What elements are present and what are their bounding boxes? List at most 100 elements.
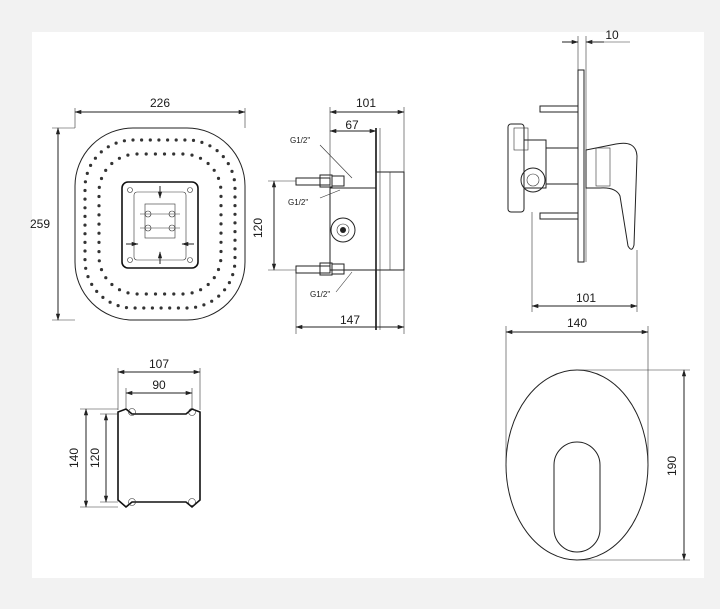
plate-mounting-hole [126, 291, 130, 295]
plate-mounting-hole [174, 138, 178, 142]
plate-mounting-hole [166, 138, 170, 142]
plate-mounting-hole [90, 282, 94, 286]
plate-mounting-hole [97, 185, 101, 189]
thread-label-top: G1/2" [290, 136, 310, 145]
plate-mounting-hole [232, 178, 236, 182]
plate-mounting-hole [206, 282, 210, 287]
plate-mounting-hole [97, 204, 101, 208]
plate-mounting-hole [110, 161, 114, 166]
plate-mounting-hole [144, 152, 148, 156]
plate-mounting-hole [172, 152, 176, 156]
plate-mounting-hole [99, 176, 104, 181]
plate-mounting-hole [181, 292, 185, 296]
plate-mounting-hole [233, 186, 237, 190]
plate-mounting-hole [99, 150, 103, 154]
plate-mounting-hole [221, 155, 225, 159]
plate-mounting-hole [97, 222, 101, 226]
plate-mounting-hole [153, 152, 157, 156]
plate-mounting-hole [117, 156, 121, 160]
plate-mounting-hole [106, 145, 110, 149]
plate-mounting-hole [219, 185, 223, 189]
plate-mounting-hole [176, 306, 180, 310]
plate-mounting-hole [230, 169, 234, 173]
plate-mounting-hole [84, 266, 88, 270]
concealed-box-side-view: G1/2" G1/2" G1/2" 101 67 120 147 [251, 96, 405, 334]
plate-mounting-hole [83, 258, 87, 262]
side-depth-label: 101 [576, 291, 596, 305]
plate-mounting-hole [97, 194, 101, 199]
plate-mounting-hole [83, 197, 87, 201]
plate-mounting-hole [153, 292, 158, 296]
plate-mounting-hole [233, 195, 237, 199]
plate-mounting-hole [83, 206, 87, 210]
plate-mounting-hole [233, 255, 237, 260]
plate-mounting-hole [97, 250, 101, 254]
mounting-plate-front-view: 226 259 [30, 96, 246, 321]
plate-mounting-hole [217, 294, 221, 298]
plate-mounting-hole [206, 161, 210, 166]
plate-mounting-hole [110, 282, 114, 287]
plate-mounting-hole [233, 221, 237, 225]
plate-mounting-hole [219, 204, 223, 208]
plate-mounting-hole [83, 180, 87, 184]
plate-mounting-hole [159, 306, 163, 310]
plate-mounting-hole [140, 138, 144, 142]
plate-mounting-hole [126, 153, 130, 157]
plate-mounting-hole [97, 259, 101, 263]
plate-mounting-hole [83, 240, 87, 244]
plate-mounting-hole [116, 304, 120, 308]
cover-width-label: 140 [567, 316, 587, 330]
plate-mounting-hole [194, 305, 198, 309]
plate-mounting-hole [114, 141, 118, 145]
plate-mounting-hole [233, 204, 237, 208]
plate-mounting-hole [83, 223, 87, 227]
plate-mounting-hole [144, 292, 148, 296]
plate-mounting-hole [202, 303, 206, 307]
plate-mounting-hole [93, 156, 97, 160]
valve-body-front [121, 181, 199, 269]
plate-mounting-hole [219, 213, 223, 217]
plate-mounting-hole [83, 188, 87, 193]
plate-mounting-hole [233, 247, 237, 251]
plate-mounting-hole [200, 140, 204, 144]
drawing-paper [32, 32, 704, 578]
plate-mounting-hole [190, 291, 194, 295]
plate-mounting-hole [104, 276, 108, 280]
side-offset-label: 10 [605, 28, 619, 42]
plate-mounting-hole [190, 153, 194, 157]
plate-mounting-hole [101, 295, 105, 299]
plate-mounting-hole [157, 138, 161, 142]
plate-mounting-hole [219, 194, 223, 198]
plate-mounting-hole [95, 289, 99, 293]
frame-inner-height-label: 120 [88, 448, 102, 468]
plate-mounting-hole [199, 288, 203, 292]
plate-mounting-hole [219, 222, 223, 226]
installed-mixer-side-view: 10 101 [507, 28, 638, 312]
frame-outer-height-label: 140 [67, 448, 81, 468]
box-length-label: 147 [340, 313, 360, 327]
plate-mounting-hole [122, 139, 126, 143]
plate-mounting-hole [85, 171, 89, 175]
plate-mounting-hole [181, 152, 185, 156]
plate-mounting-hole [168, 306, 172, 310]
cover-height-label: 190 [665, 456, 679, 476]
plate-mounting-hole [172, 292, 176, 296]
plate-mounting-hole [219, 240, 223, 244]
plate-mounting-hole [216, 267, 221, 272]
plate-mounting-hole [162, 152, 167, 156]
plate-hole-ring-outer [83, 138, 237, 310]
box-depth-total-label: 101 [356, 96, 376, 110]
thread-label-mid: G1/2" [288, 198, 308, 207]
plate-width-label: 226 [150, 96, 170, 110]
inlet-spacing-label: 120 [251, 218, 265, 238]
plate-mounting-hole [191, 138, 196, 142]
mounting-frame-view: 107 90 140 120 [67, 357, 201, 509]
box-depth-inner-label: 67 [345, 118, 359, 132]
plate-mounting-hole [104, 168, 108, 172]
plate-mounting-hole [216, 176, 221, 180]
plate-mounting-hole [83, 232, 87, 236]
plate-mounting-hole [208, 144, 212, 148]
plate-mounting-hole [135, 152, 139, 156]
plate-mounting-hole [227, 281, 231, 285]
